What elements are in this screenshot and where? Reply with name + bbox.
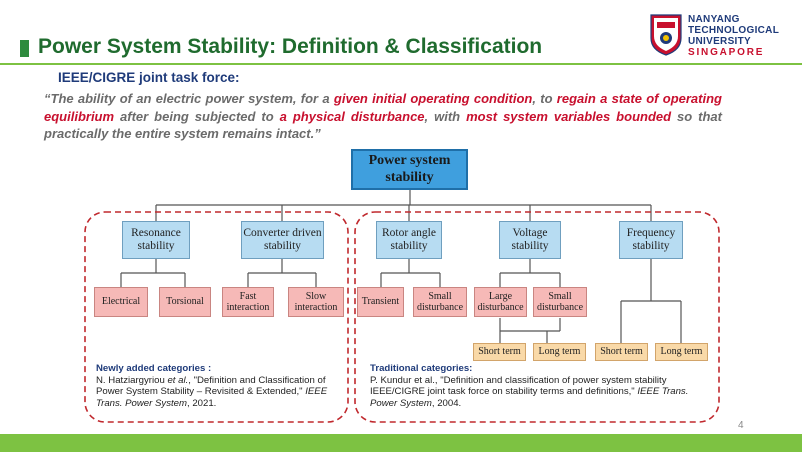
title-underline-right	[690, 63, 802, 65]
node-converter-driven-stability: Converter driven stability	[241, 221, 324, 259]
reference-traditional-citation: P. Kundur et al., "Definition and classi…	[370, 374, 689, 409]
node-voltage-stability: Voltage stability	[499, 221, 561, 259]
logo-line-2: TECHNOLOGICAL	[688, 25, 780, 36]
node-frequency-short-term: Short term	[595, 343, 648, 361]
quote-highlight: regain a state of operating equilibrium	[44, 91, 722, 124]
node-rotor-small-disturbance: Small disturbance	[413, 287, 467, 317]
quote-highlight: most system variables bounded	[466, 108, 672, 124]
reference-new-citation: N. Hatziargyriou et al., "Definition and…	[96, 374, 328, 409]
node-transient: Transient	[357, 287, 404, 317]
ntu-logo: NANYANG TECHNOLOGICAL UNIVERSITY SINGAPO…	[650, 14, 790, 60]
reference-traditional-heading: Traditional categories:	[370, 363, 473, 374]
university-crest-icon	[650, 14, 682, 56]
quote-text: so that practically the entire system re…	[44, 108, 722, 142]
node-electrical: Electrical	[94, 287, 148, 317]
node-power-system-stability: Power system stability	[351, 149, 468, 190]
node-voltage-small-disturbance: Small disturbance	[533, 287, 587, 317]
new-categories-dashed-border	[84, 211, 349, 423]
node-frequency-stability: Frequency stability	[619, 221, 683, 259]
node-voltage-long-term: Long term	[533, 343, 586, 361]
slide-title: Power System Stability: Definition & Cla…	[38, 35, 543, 58]
reference-traditional-categories: Traditional categories: P. Kundur et al.…	[370, 363, 710, 409]
logo-line-4: SINGAPORE	[688, 47, 765, 58]
quote-text: , to	[532, 91, 557, 106]
reference-new-heading: Newly added categories :	[96, 363, 212, 374]
quote-highlight: a physical disturbance	[279, 108, 425, 124]
logo-line-3: UNIVERSITY	[688, 36, 752, 47]
node-slow-interaction: Slow interaction	[288, 287, 344, 317]
quote-text: “The ability of an electric power system…	[44, 91, 334, 106]
node-rotor-angle-stability: Rotor angle stability	[376, 221, 442, 259]
node-resonance-stability: Resonance stability	[122, 221, 190, 259]
title-underline	[0, 63, 690, 65]
footer-bar	[0, 434, 802, 452]
definition-quote: “The ability of an electric power system…	[44, 90, 722, 143]
logo-line-1: NANYANG	[688, 14, 740, 25]
node-torsional: Torsional	[159, 287, 211, 317]
node-large-disturbance: Large disturbance	[474, 287, 527, 317]
title-accent-bar	[20, 40, 29, 57]
quote-text: , with	[424, 108, 467, 124]
reference-new-categories: Newly added categories : N. Hatziargyrio…	[96, 363, 340, 409]
page-number: 4	[738, 420, 744, 431]
node-frequency-long-term: Long term	[655, 343, 708, 361]
quote-text: after being subjected to	[114, 108, 280, 124]
node-fast-interaction: Fast interaction	[222, 287, 274, 317]
quote-highlight: given initial operating condition	[333, 91, 533, 106]
node-voltage-short-term: Short term	[473, 343, 526, 361]
traditional-categories-dashed-border	[354, 211, 720, 423]
subtitle: IEEE/CIGRE joint task force:	[58, 70, 240, 85]
